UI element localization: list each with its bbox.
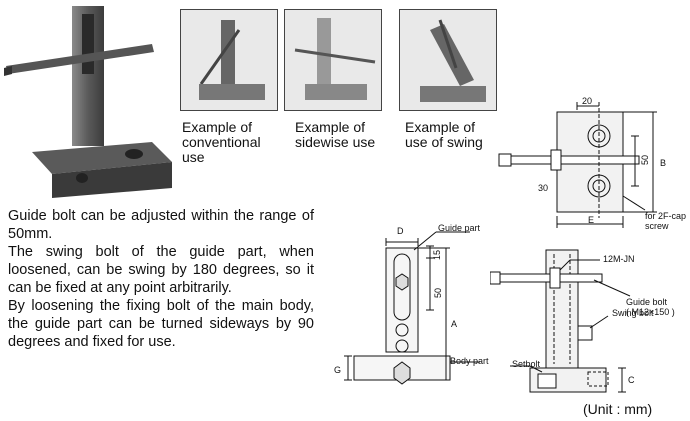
- caption-sidewise-use: Example of sidewise use: [295, 119, 376, 150]
- caption-swing-use: Example of use of swing: [405, 119, 483, 150]
- label-12m-jn: 12M-JN: [603, 254, 635, 264]
- description-paragraph: Guide bolt can be adjusted within the ra…: [8, 208, 314, 242]
- dim-20: 20: [582, 96, 593, 106]
- label-swing-bolt: Swing bolt: [612, 308, 654, 318]
- drawing-front-view: [344, 231, 480, 385]
- drawing-top-view: [498, 102, 657, 228]
- dim-30: 30: [538, 183, 549, 193]
- note-cap-screw: for 2F-cap screw: [645, 211, 687, 231]
- label-setbolt: Setbolt: [512, 359, 541, 369]
- dim-C: C: [628, 375, 635, 385]
- photo-swing-use: [399, 9, 497, 111]
- drawing-side-view: [490, 249, 631, 393]
- product-photo-main: [2, 2, 174, 198]
- description: Guide bolt can be adjusted within the ra…: [8, 207, 314, 351]
- caption-conventional-use: Example of conventional use: [182, 119, 261, 165]
- dim-50-front: 50: [433, 287, 444, 299]
- description-paragraph: By loosening the fixing bolt of the main…: [8, 298, 314, 350]
- label-guide-bolt: Guide bolt ( M12×150 ): [626, 297, 675, 317]
- dim-50-top: 50: [640, 154, 651, 166]
- photo-conventional-use: [180, 9, 278, 111]
- label-body-part: Body part: [450, 356, 489, 366]
- product-illustration: [4, 6, 172, 198]
- unit-note: (Unit : mm): [583, 401, 653, 417]
- description-paragraph: The swing bolt of the guide part, when l…: [8, 244, 314, 296]
- photo-sidewise-use: [284, 9, 382, 111]
- dim-G: G: [334, 365, 342, 375]
- dim-E: E: [588, 215, 595, 225]
- dim-A: A: [451, 319, 458, 329]
- dim-15: 15: [432, 249, 443, 261]
- dim-B: B: [660, 158, 667, 168]
- label-guide-part: Guide part: [438, 223, 481, 233]
- dim-D: D: [397, 226, 404, 236]
